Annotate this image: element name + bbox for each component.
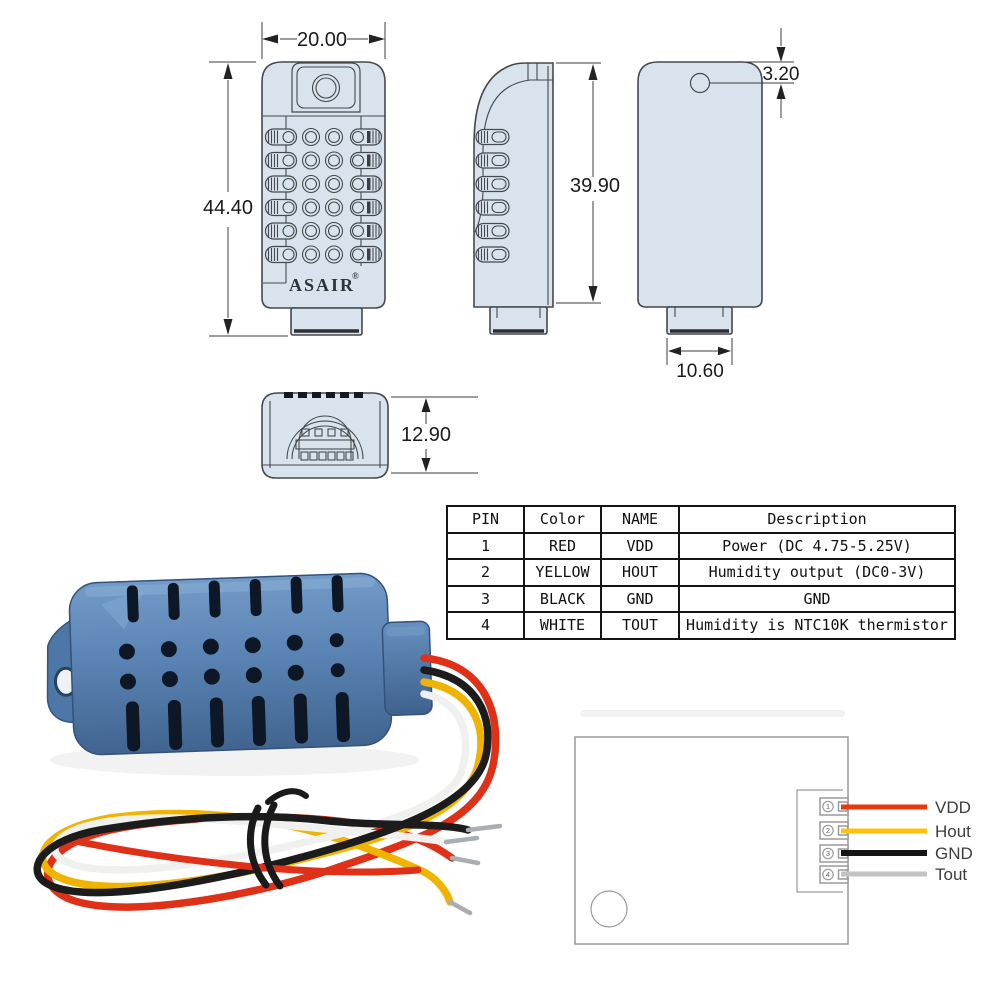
cable-tie [246,788,309,890]
col-header-description: Description [678,505,956,534]
dim-plug-width: 10.60 [676,361,724,382]
front-top-hole [311,73,341,103]
cell-name: TOUT [600,611,680,640]
black-wire [33,666,492,897]
cell-color: YELLOW [523,558,602,587]
col-header-name: NAME [600,505,680,534]
side-plug [489,306,548,335]
back-plug [666,306,733,335]
pin-table: PIN Color NAME Description 1 RED VDD Pow… [446,505,956,640]
side-body [473,62,554,308]
cell-pin: 4 [446,611,525,640]
table-row: 4 WHITE TOUT Humidity is NTC10K thermist… [446,611,956,640]
col-header-pin: PIN [446,505,525,534]
pcb-outline [574,736,849,945]
front-body [261,61,386,309]
wiring-diagram: 1 2 3 4 VDD Hout GND [574,710,973,945]
table-row: 2 YELLOW HOUT Humidity output (DC0-3V) [446,558,956,587]
yellow-wire [106,809,454,906]
sensor-body [46,572,433,756]
gnd-label: GND [935,844,973,863]
round-hole-vents [118,633,345,690]
pin-number: 2 [826,826,830,835]
cell-description: Humidity is NTC10K thermistor [678,611,956,640]
front-view: 20.00 44.40 ASAIR ® [203,22,386,337]
bottom-view: 12.90 [261,392,478,479]
connector-pins: 1 2 3 4 [819,797,849,884]
cell-name: GND [600,584,680,613]
dim-front-height: 44.40 [203,197,253,219]
red-wire [76,838,422,876]
brand-label: ASAIR [289,275,355,295]
product-photo [33,572,503,916]
dim-front-width: 20.00 [297,29,347,51]
cell-name: VDD [600,531,680,560]
pin-table-header-row: PIN Color NAME Description [446,505,956,534]
tout-label: Tout [935,865,967,884]
registered-mark: ® [352,271,359,281]
wire-labels: VDD Hout GND Tout [935,798,973,884]
wire-bundle [33,654,503,916]
col-header-color: Color [523,505,602,534]
cell-description: Power (DC 4.75-5.25V) [678,531,956,560]
white-wire [51,690,470,874]
top-slot-vents [126,575,344,623]
hout-label: Hout [935,822,971,841]
cell-name: HOUT [600,558,680,587]
side-view: 39.90 [473,62,620,335]
pin-number: 1 [826,802,830,811]
pin-number: 4 [826,870,830,879]
dim-body-depth: 12.90 [401,424,451,446]
cell-color: WHITE [523,611,602,640]
back-body [637,61,763,308]
long-slot-vents [125,692,351,752]
pin-number: 3 [826,849,830,858]
dim-hole-offset: 3.20 [763,64,800,85]
back-view: 3.20 10.60 [637,28,800,382]
technical-drawing: 20.00 44.40 ASAIR ® [203,22,800,479]
cell-color: BLACK [523,584,602,613]
cell-color: RED [523,531,602,560]
front-plug [290,307,363,336]
connector-housing [796,789,843,893]
vdd-label: VDD [935,798,971,817]
dim-side-height: 39.90 [570,175,620,197]
cell-description: GND [678,584,956,613]
diagram-wires [841,804,927,877]
cell-description: Humidity output (DC0-3V) [678,558,956,587]
pcb-hole [590,890,628,928]
mounting-hole [689,72,711,94]
bottom-body [261,392,389,479]
cell-pin: 3 [446,584,525,613]
wire-tips [443,823,503,916]
